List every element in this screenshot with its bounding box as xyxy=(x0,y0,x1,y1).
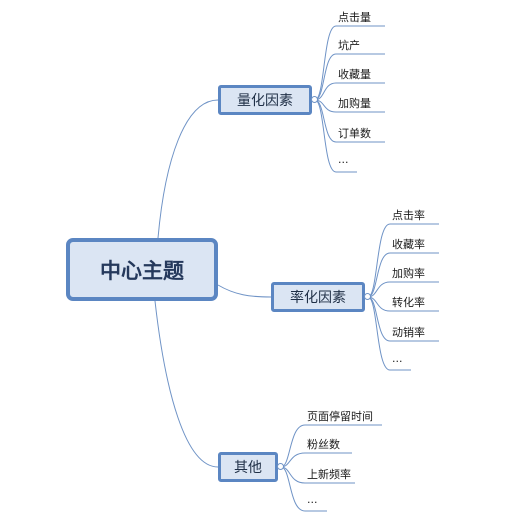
collapse-dot-icon[interactable] xyxy=(364,293,371,300)
branch-other-label: 其他 xyxy=(234,460,262,476)
collapse-dot-icon[interactable] xyxy=(311,96,318,103)
link-center-b2 xyxy=(217,284,272,298)
leaf-node[interactable]: 上新频率 xyxy=(307,468,351,481)
leaf-node[interactable]: 粉丝数 xyxy=(307,438,340,451)
leaf-node[interactable]: 加购量 xyxy=(338,97,371,110)
leaf-node[interactable]: 坑产 xyxy=(338,39,360,52)
leaf-node[interactable]: 页面停留时间 xyxy=(307,410,373,423)
leaf-node[interactable]: 收藏量 xyxy=(338,68,371,81)
link-center-b1 xyxy=(157,99,219,239)
leaf-node[interactable]: 加购率 xyxy=(392,267,425,280)
leaf-node[interactable]: 收藏率 xyxy=(392,238,425,251)
branch-quantitative[interactable]: 量化因素 xyxy=(218,85,312,115)
leaf-node[interactable]: 转化率 xyxy=(392,296,425,309)
link-center-b3 xyxy=(154,300,219,468)
branch-rate-label: 率化因素 xyxy=(290,290,346,306)
leaf-node[interactable]: 动销率 xyxy=(392,326,425,339)
center-topic[interactable]: 中心主题 xyxy=(66,238,218,301)
branch-quantitative-label: 量化因素 xyxy=(237,93,293,109)
leaf-node[interactable]: 点击率 xyxy=(392,209,425,222)
leaf-node[interactable]: 订单数 xyxy=(338,127,371,140)
leaf-node[interactable]: ... xyxy=(392,352,403,365)
branch-rate[interactable]: 率化因素 xyxy=(271,282,365,312)
leaf-node[interactable]: 点击量 xyxy=(338,11,371,24)
center-topic-label: 中心主题 xyxy=(100,258,184,283)
branch-other[interactable]: 其他 xyxy=(218,452,278,482)
collapse-dot-icon[interactable] xyxy=(277,463,284,470)
leaf-node[interactable]: ... xyxy=(307,493,318,506)
leaf-node[interactable]: ... xyxy=(338,153,349,166)
